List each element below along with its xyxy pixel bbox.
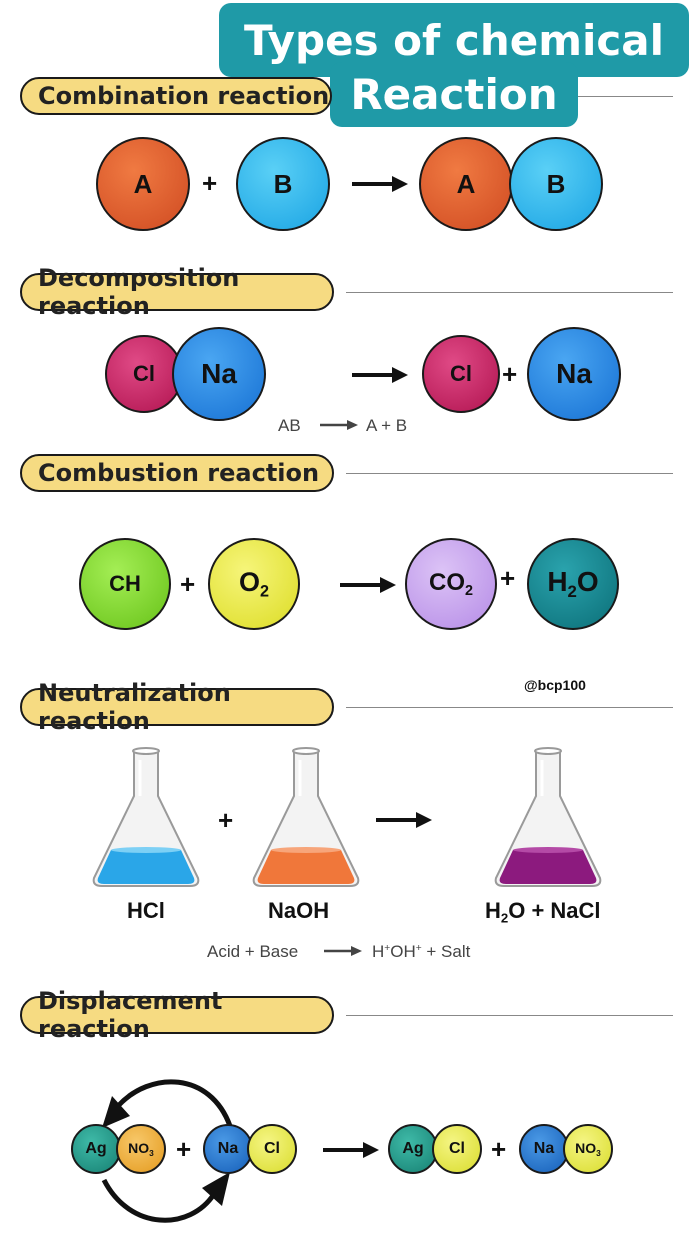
displacement-product-no3: NO3 [563,1124,613,1174]
neutralization-arrow [376,812,432,828]
decomposition-product-na: Na [527,327,621,421]
neutralization-plus: + [218,805,234,835]
combination-rule [578,96,673,97]
decomposition-equation-left: AB [278,416,301,435]
combustion-h2o: H2O [527,538,619,630]
decomposition-equation-arrow [320,420,358,430]
flask-naoh [252,747,360,887]
combustion-o2: O2 [208,538,300,630]
displacement-swap-arrows [101,1079,233,1223]
decomposition-product-cl: Cl [422,335,500,413]
decomposition-heading: Decomposition reaction [20,264,334,320]
neutralization-heading: Neutralization reaction [20,679,334,735]
combination-plus: + [202,168,218,198]
decomposition-plus: + [502,359,518,389]
neutralization-equation-right: H+OH+ + Salt [372,942,471,961]
combustion-rule [346,473,673,474]
flask-hcl [92,747,200,887]
flask-salt-water-label: H2O + NaCl [485,898,601,926]
combustion-ch: CH [79,538,171,630]
displacement-arrow [323,1142,379,1158]
displacement-product-na: Na [519,1124,569,1174]
decomposition-compound-cl: Cl [105,335,183,413]
combination-product-b: B [509,137,603,231]
decomposition-equation-right: A + B [366,416,408,435]
displacement-no3: NO3 [116,1124,166,1174]
flask-salt-water [494,747,602,887]
displacement-ag: Ag [71,1124,121,1174]
combustion-plus-1: + [180,569,196,599]
displacement-cl: Cl [247,1124,297,1174]
combustion-plus-2: + [500,563,516,593]
neutralization-equation-left: Acid + Base [207,942,299,961]
combination-arrow [352,176,408,192]
neutralization-rule [346,707,673,708]
displacement-plus-1: + [176,1134,192,1164]
combination-product-a: A [419,137,513,231]
decomposition-arrow [352,367,408,383]
title-line1-box: Types of chemical [219,3,689,77]
combination-heading: Combination reaction [20,77,332,115]
displacement-product-cl: Cl [432,1124,482,1174]
flask-naoh-label: NaOH [268,898,330,923]
combination-reactant-b: B [236,137,330,231]
combustion-co2: CO2 [405,538,497,630]
displacement-plus-2: + [491,1134,507,1164]
watermark: @bcp100 [524,677,586,693]
displacement-heading: Displacement reaction [20,987,334,1043]
flask-hcl-label: HCl [127,898,165,923]
neutralization-equation-arrow [324,946,362,956]
decomposition-compound-na: Na [172,327,266,421]
decomposition-rule [346,292,673,293]
title-line2: Reaction [350,70,558,119]
displacement-rule [346,1015,673,1016]
title-line1: Types of chemical [243,15,665,65]
combination-reactant-a: A [96,137,190,231]
displacement-product-ag: Ag [388,1124,438,1174]
combustion-arrow [340,577,396,593]
displacement-na: Na [203,1124,253,1174]
title-line2-box: Reaction [330,62,578,127]
combustion-heading: Combustion reaction [20,454,334,492]
